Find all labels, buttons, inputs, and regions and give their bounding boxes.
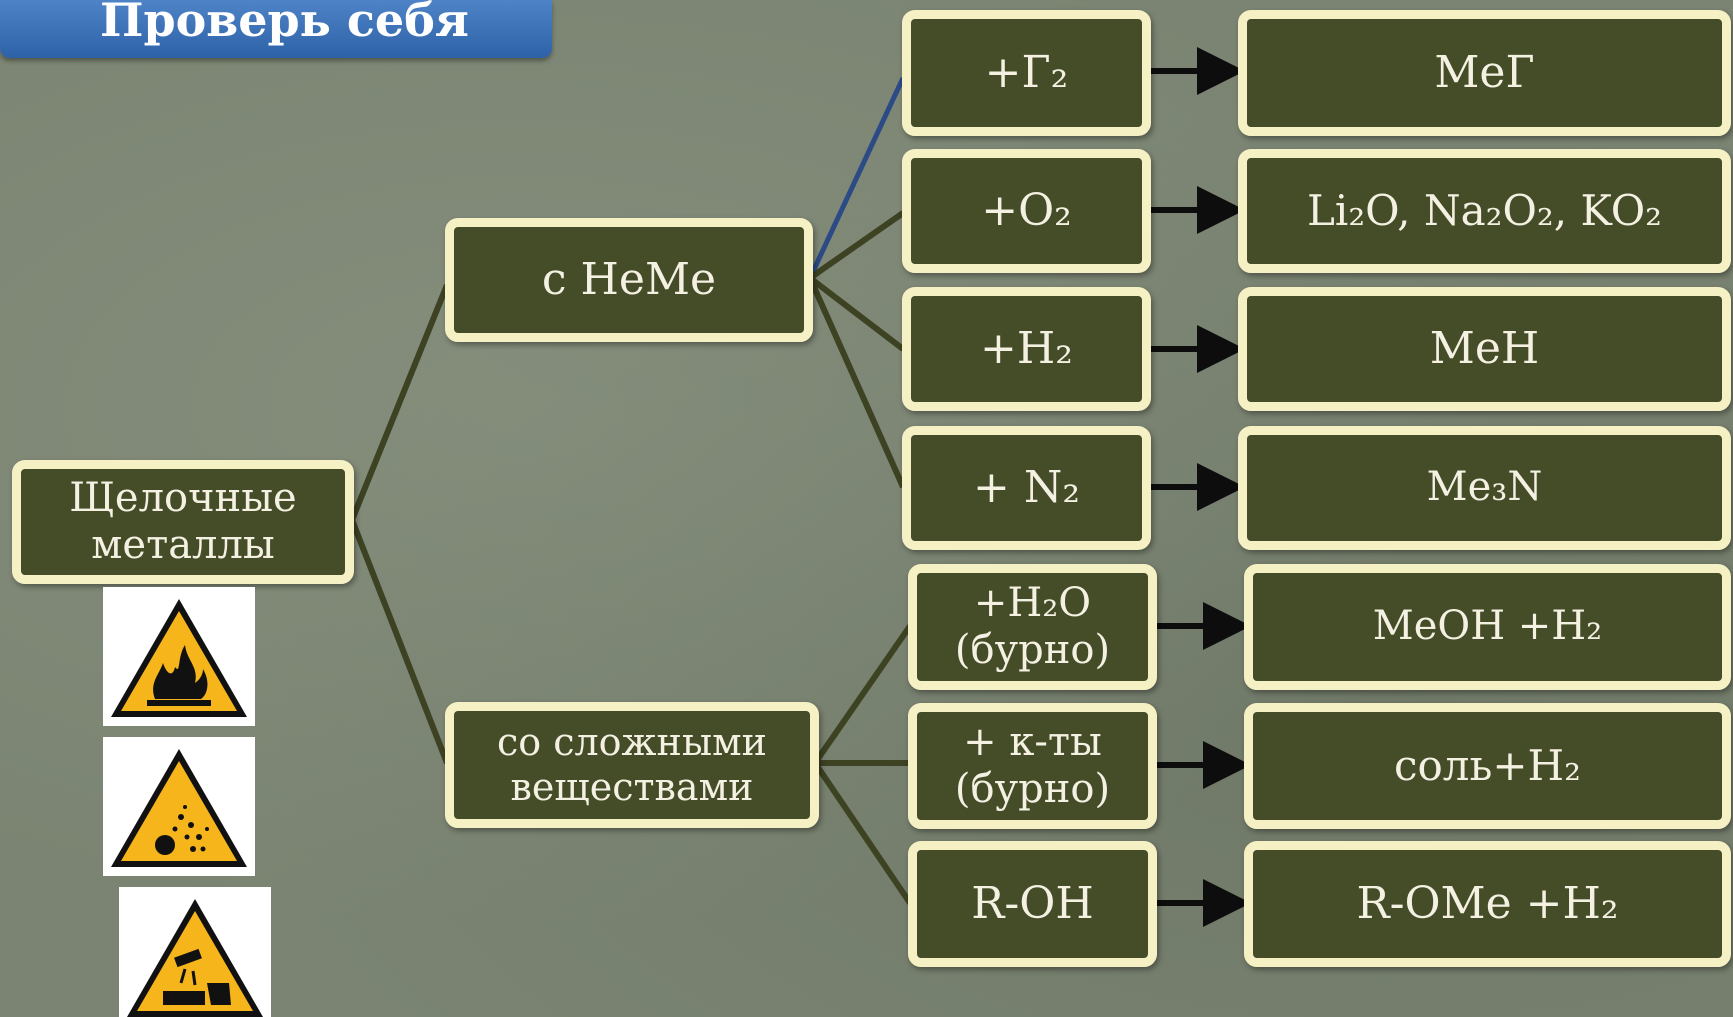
product-water-label: MeOH +H₂ bbox=[1372, 603, 1603, 650]
reagent-nitrogen: + N₂ bbox=[902, 426, 1151, 550]
reagent-water: +H₂O (бурно) bbox=[908, 564, 1157, 690]
product-halogen-label: MeГ bbox=[1434, 47, 1535, 99]
product-water: MeOH +H₂ bbox=[1244, 564, 1731, 690]
page-title: Проверь себя bbox=[100, 0, 469, 47]
flammable-warning-icon bbox=[103, 587, 255, 726]
root-node: Щелочные металлы bbox=[12, 460, 354, 584]
reagent-oxygen: +O₂ bbox=[902, 149, 1151, 273]
connector-nonmetals-to-hydrogen bbox=[808, 275, 905, 352]
root-node-label: Щелочные металлы bbox=[69, 474, 297, 568]
branch-complex: со сложными веществами bbox=[445, 702, 819, 828]
product-hydrogen-label: MeH bbox=[1429, 323, 1540, 375]
reagent-halogen-label: +Г₂ bbox=[984, 47, 1069, 99]
title-bar: Проверь себя bbox=[0, 0, 552, 58]
product-acids-label: соль+H₂ bbox=[1393, 741, 1581, 791]
reagent-oxygen-label: +O₂ bbox=[981, 185, 1072, 237]
connector-nonmetals-to-halogen bbox=[807, 76, 906, 280]
reagent-acids-label: + к-ты (бурно) bbox=[954, 718, 1111, 812]
explosive-warning-icon bbox=[103, 737, 255, 876]
reagent-water-label: +H₂O (бурно) bbox=[954, 579, 1111, 673]
reagent-hydrogen: +H₂ bbox=[902, 287, 1151, 411]
product-alcohol-label: R-OMe +H₂ bbox=[1356, 878, 1619, 930]
branch-nonmetals-label: с НеМе bbox=[541, 254, 717, 306]
product-alcohol: R-OMe +H₂ bbox=[1244, 841, 1731, 967]
reagent-halogen: +Г₂ bbox=[902, 10, 1151, 136]
reagent-alcohol: R-OH bbox=[908, 841, 1157, 967]
branch-nonmetals: с НеМе bbox=[445, 218, 813, 342]
product-hydrogen: MeH bbox=[1238, 287, 1731, 411]
product-oxygen: Li₂O, Na₂O₂, KO₂ bbox=[1238, 149, 1731, 273]
product-halogen: MeГ bbox=[1238, 10, 1731, 136]
connector-complex-to-alcohol bbox=[812, 761, 913, 905]
reagent-nitrogen-label: + N₂ bbox=[973, 462, 1080, 514]
corrosive-warning-icon bbox=[119, 887, 271, 1017]
branch-complex-label: со сложными веществами bbox=[497, 720, 767, 809]
product-nitrogen-label: Me₃N bbox=[1426, 464, 1543, 511]
connector-nonmetals-to-oxygen bbox=[808, 210, 905, 281]
reagent-hydrogen-label: +H₂ bbox=[980, 323, 1073, 375]
reagent-alcohol-label: R-OH bbox=[971, 878, 1094, 930]
product-nitrogen: Me₃N bbox=[1238, 426, 1731, 550]
product-acids: соль+H₂ bbox=[1244, 703, 1731, 829]
connector-nonmetals-to-nitrogen bbox=[807, 276, 906, 489]
reagent-acids: + к-ты (бурно) bbox=[908, 703, 1157, 829]
connector-complex-to-water bbox=[812, 624, 913, 765]
product-oxygen-label: Li₂O, Na₂O₂, KO₂ bbox=[1307, 186, 1662, 236]
connector-root-to-complex bbox=[349, 518, 450, 765]
connector-root-to-nonmetals bbox=[349, 283, 450, 522]
